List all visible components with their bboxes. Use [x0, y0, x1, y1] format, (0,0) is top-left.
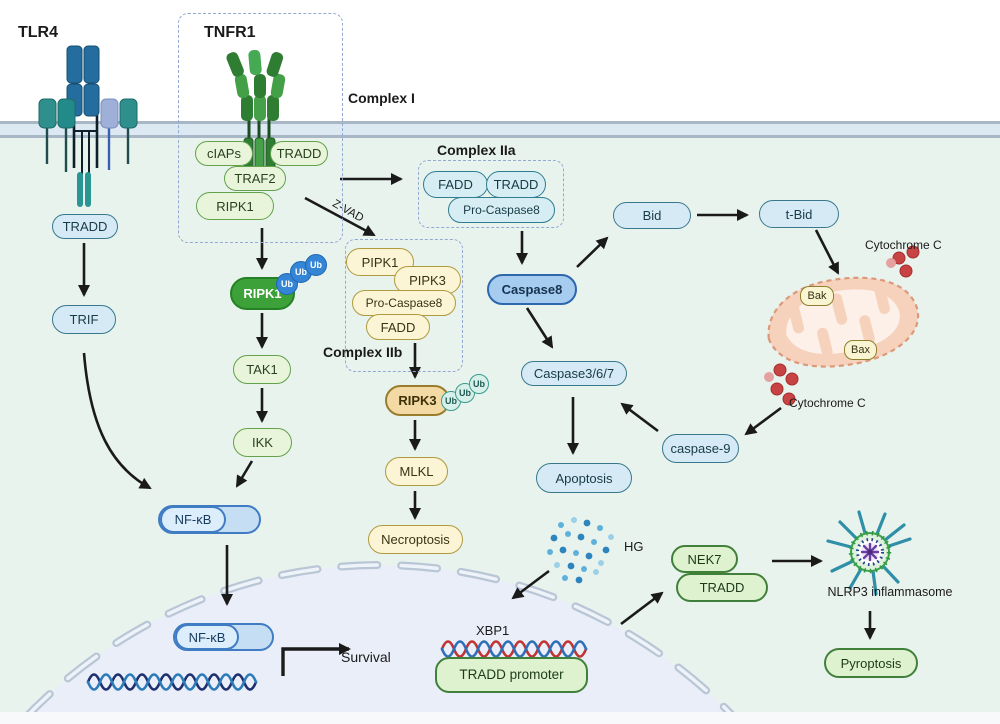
complex2a-title: Complex IIa [437, 142, 516, 158]
node-tradd-complex1: TRADD [270, 141, 328, 166]
nlrp3-inflammasome-icon [826, 510, 912, 596]
node-tradd-complex2a: TRADD [486, 171, 546, 198]
node-tradd-promoter: TRADD promoter [435, 657, 588, 693]
complex1-box [178, 13, 343, 243]
node-trif: TRIF [52, 305, 116, 334]
ub-badge: Ub [305, 254, 327, 276]
survival-label: Survival [341, 649, 391, 665]
cytochrome-c-dots [764, 245, 920, 406]
node-necroptosis: Necroptosis [368, 525, 463, 554]
node-procaspase8-complex2a: Pro-Caspase8 [448, 197, 555, 223]
arrow-trif-to-nfkb [82, 352, 152, 490]
arrow-hg-to-nucleus [511, 569, 550, 600]
node-traf2: TRAF2 [224, 166, 286, 191]
nlrp3-label: NLRP3 inflammasome [827, 585, 953, 599]
node-nek7: NEK7 [671, 545, 738, 573]
node-fadd-complex2a: FADD [423, 171, 488, 198]
tnfr1-receptor-icon [226, 49, 286, 173]
node-tbid: t-Bid [759, 200, 839, 228]
node-bak: Bak [800, 286, 834, 306]
plasma-membrane [0, 121, 1000, 138]
arrow-cytc-to-caspase9 [744, 406, 782, 436]
arrow-caspase8-to-caspase367 [525, 307, 554, 349]
complex1-title: Complex I [348, 90, 415, 106]
xbp1-helix-icon [440, 640, 588, 658]
node-ripk1-complex1: RIPK1 [196, 192, 274, 220]
arrow-tbid-to-mito [814, 229, 840, 275]
hg-dots-icon [547, 517, 614, 584]
node-apoptosis: Apoptosis [536, 463, 632, 493]
node-nfkb-cytoplasm: NF-κB [160, 506, 226, 533]
cytochrome-c-top-label: Cytochrome C [865, 238, 942, 252]
node-nfkb-nucleus: NF-κB [175, 624, 239, 650]
ub-badge: Ub [469, 374, 489, 394]
node-bax: Bax [844, 340, 877, 360]
cytochrome-c-bottom-label: Cytochrome C [789, 396, 866, 410]
node-caspase9: caspase-9 [662, 434, 739, 463]
node-tradd-nek7: TRADD [676, 573, 768, 602]
arrow-zvad [304, 196, 376, 237]
arrow-survival-promoter [281, 643, 351, 676]
node-fadd-complex2b: FADD [366, 314, 430, 340]
node-bid: Bid [613, 202, 691, 229]
hg-label: HG [624, 539, 644, 554]
node-pyroptosis: Pyroptosis [824, 648, 918, 678]
node-caspase367: Caspase3/6/7 [521, 361, 627, 386]
node-mlkl: MLKL [385, 457, 448, 486]
node-procaspase8-complex2b: Pro-Caspase8 [352, 290, 456, 316]
complex2a-box [418, 160, 564, 228]
arrow-caspase8-to-bid [576, 236, 609, 268]
tlr4-receptor-icon [38, 45, 138, 207]
arrow-caspase9-to-caspase367 [620, 402, 659, 433]
arrow-nucleus-to-nek7 [620, 591, 664, 626]
nuclear-envelope-dashes [14, 561, 746, 724]
pathway-arrows [78, 173, 876, 676]
complex2b-title: Complex IIb [323, 344, 403, 360]
dna-helix-icon [86, 673, 258, 691]
node-caspase8: Caspase8 [487, 274, 577, 305]
figure-bottom-margin [0, 712, 1000, 724]
node-ikk: IKK [233, 428, 292, 457]
tlr4-title: TLR4 [18, 24, 58, 41]
xbp1-label: XBP1 [476, 623, 510, 638]
complex2b-box [345, 239, 463, 372]
node-tak1: TAK1 [233, 355, 291, 384]
tnfr1-title: TNFR1 [204, 24, 256, 41]
arrow-ikk-to-nfkb [235, 460, 254, 488]
node-tradd-tlr4: TRADD [52, 214, 118, 239]
node-ciaps: cIAPs [195, 141, 253, 166]
